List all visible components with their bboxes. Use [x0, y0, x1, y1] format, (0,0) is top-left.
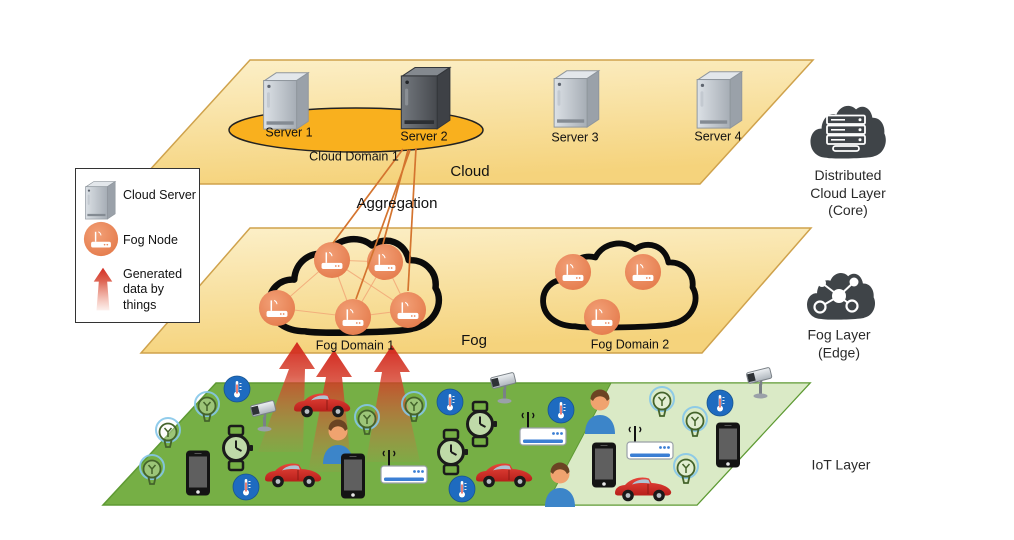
distributed-cloud-layer-icon [810, 105, 886, 159]
thermo-icon [223, 375, 251, 403]
aggregation-links [332, 147, 417, 300]
server-1-label: Server 1 [265, 125, 313, 140]
cloud-server-icon [400, 66, 451, 130]
distributed-cloud-layer-label: Distributed Cloud Layer (Core) [810, 166, 886, 218]
fog-node-icon [389, 291, 427, 329]
thermo-icon [436, 388, 464, 416]
generated-data-beam [258, 342, 315, 452]
phone-icon [185, 450, 211, 496]
phone-icon [715, 422, 741, 468]
legend-fog-node-label: Fog Node [123, 233, 178, 247]
fog-layer-side-label: Fog Layer (Edge) [807, 326, 871, 361]
cloud-layer-label: Cloud [450, 163, 490, 180]
aggregation-label: Aggregation [356, 195, 438, 212]
thermo-icon [547, 396, 575, 424]
phone-icon [591, 442, 617, 488]
phone-icon [340, 453, 366, 499]
fog-domain-1-label: Fog Domain 1 [315, 338, 395, 353]
thermo-icon [448, 475, 476, 503]
iot-layer-label: IoT Layer [811, 456, 871, 473]
fog-domain-2-label: Fog Domain 2 [590, 337, 670, 352]
server-2-label: Server 2 [400, 129, 448, 144]
thermo-icon [232, 473, 260, 501]
fog-node-icon [366, 243, 404, 281]
server-4-label: Server 4 [694, 129, 742, 144]
server-3-label: Server 3 [551, 130, 599, 145]
fog-node-icon [83, 221, 119, 257]
aggregation-link [355, 149, 411, 300]
cloud-server-icon [85, 181, 116, 220]
fog-node-icon [554, 253, 592, 291]
generated-data-beam [366, 345, 420, 462]
legend-generated-data-label: Generated data by things [123, 267, 183, 312]
aggregation-link [332, 148, 404, 244]
cloud-server-icon [696, 71, 743, 129]
fog-node-icon [583, 298, 621, 336]
cloud-domain-1-label: Cloud Domain 1 [309, 149, 399, 164]
fog-layer-label: Fog [461, 332, 487, 349]
cloud-server-icon [263, 72, 309, 130]
legend-cloud-server-label: Cloud Server [123, 188, 196, 202]
thermo-icon [706, 389, 734, 417]
aggregation-link [407, 147, 417, 292]
legend-box: Cloud Server Fog Node Generated data by … [75, 168, 200, 323]
fog-node-icon [334, 298, 372, 336]
cloud-server-icon [553, 70, 600, 128]
fog-node-icon [313, 241, 351, 279]
fog-node-icon [258, 289, 296, 327]
fog-node-icon [624, 253, 662, 291]
generated-data-icon [93, 267, 113, 311]
fog-layer-icon [807, 273, 876, 320]
